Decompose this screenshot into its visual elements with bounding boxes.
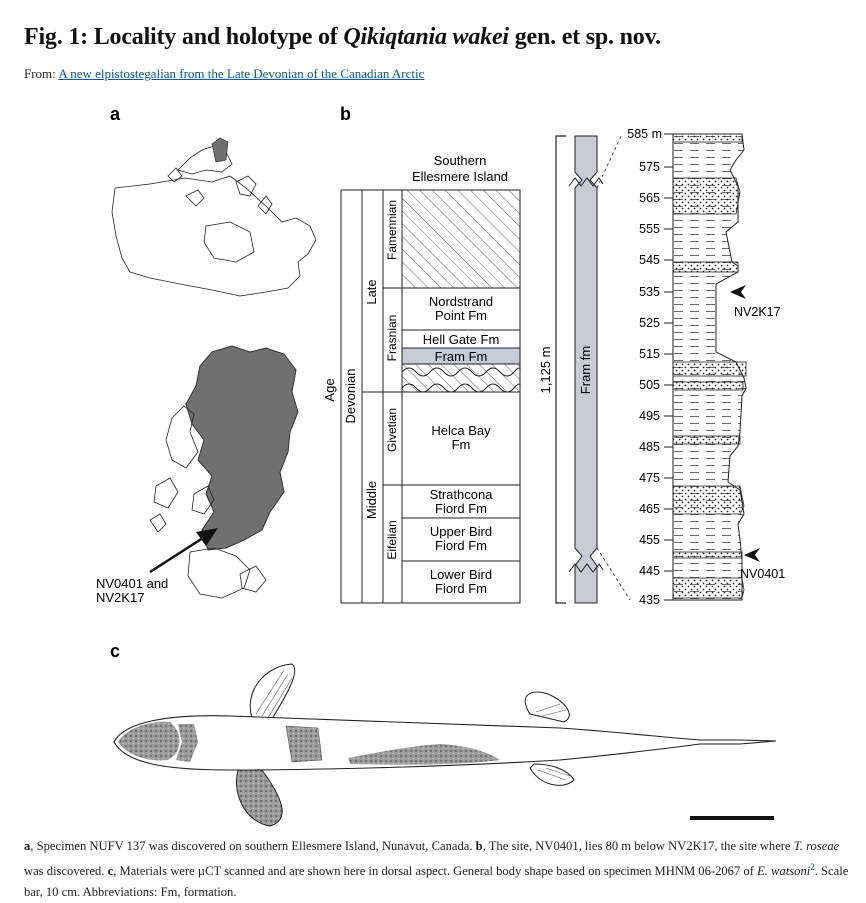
formation-lowerbird-l1: Lower Bird	[430, 567, 492, 582]
site-label-nv2k17: NV2K17	[734, 305, 781, 319]
canada-map	[111, 145, 317, 297]
caption-a-text: , Specimen NUFV 137 was discovered on so…	[30, 839, 476, 853]
ellesmere-highlight	[211, 137, 229, 163]
caption-b-text: , The site, NV0401, lies 80 m below NV2K…	[482, 839, 794, 853]
locality-label-line1: NV0401 and	[96, 576, 168, 591]
caption-c-label: c	[107, 864, 114, 879]
section-ticks	[664, 133, 673, 601]
panel-label-c: c	[110, 641, 120, 661]
figure-image: a b c NV0401 and NV2K17 Southern Ellesme…	[96, 104, 785, 827]
formation-lowerbird-l2: Fiord Fm	[435, 581, 487, 596]
formation-boundaries	[402, 287, 520, 562]
section-tick-565: 565	[639, 191, 660, 205]
formation-fram: Fram Fm	[435, 349, 488, 364]
site-marker-nv2k17	[730, 285, 746, 299]
formation-helca-l2: Fm	[452, 437, 471, 452]
fish-skull-material	[118, 721, 180, 761]
caption-b-species: T. roseae	[793, 839, 840, 853]
from-label: From:	[24, 66, 59, 81]
source-article-link[interactable]: A new elpistostegalian from the Late Dev…	[58, 66, 425, 81]
figure-caption: a, Specimen NUFV 137 was discovered on s…	[24, 836, 854, 903]
erosion-hatch	[402, 364, 520, 392]
fish-flank-block	[285, 725, 323, 763]
site-label-nv0401: NV0401	[740, 567, 785, 581]
title-suffix: gen. et sp. nov.	[508, 24, 661, 50]
section-tick-495: 495	[639, 409, 660, 423]
section-tick-455: 455	[639, 533, 660, 547]
fram-column	[574, 135, 598, 604]
stage-label-frasnian: Frasnian	[385, 315, 399, 362]
title-species: Qikiqtania wakei	[343, 24, 509, 50]
title-prefix: Fig. 1: Locality and holotype of	[24, 24, 344, 50]
panel-label-b: b	[340, 104, 351, 124]
age-label: Age	[322, 378, 337, 401]
section-tick-465: 465	[639, 502, 660, 516]
correlation-line-top	[596, 133, 623, 189]
epoch-label-late: Late	[364, 279, 379, 304]
fish-pelvic-fin-right	[529, 763, 575, 786]
region-title-line1: Southern	[434, 153, 487, 168]
section-tick-555: 555	[639, 222, 660, 236]
section-lithology	[672, 133, 747, 601]
formation-upperbird-l2: Fiord Fm	[435, 538, 487, 553]
scale-bar	[690, 816, 774, 820]
fram-column-label: Fram fm	[578, 346, 593, 394]
locality-arrow-shaft	[149, 534, 207, 574]
formation-strathcona-l1: Strathcona	[430, 487, 494, 502]
unconformity-hatch	[401, 189, 521, 289]
lithology-sandstone-beds	[672, 133, 747, 599]
section-tick-515: 515	[639, 347, 660, 361]
section-tick-575: 575	[639, 160, 660, 174]
region-title-line2: Ellesmere Island	[412, 169, 508, 184]
fish-posterior-material	[348, 744, 500, 765]
caption-reference-link[interactable]: 2	[810, 862, 815, 872]
fish-pelvic-fin-left	[524, 691, 570, 723]
break-zigzag-top	[568, 177, 604, 187]
caption-a-label: a	[24, 839, 31, 853]
formation-nordstrand-l2: Point Fm	[435, 308, 487, 323]
fish-pectoral-fin-left	[249, 663, 296, 723]
fish-shoulder-material	[176, 724, 198, 762]
section-tick-545: 545	[639, 253, 660, 267]
formation-hellgate: Hell Gate Fm	[423, 332, 500, 347]
section-tick-445: 445	[639, 564, 660, 578]
section-tick-475: 475	[639, 471, 660, 485]
formation-helca-l1: Helca Bay	[431, 423, 491, 438]
formation-upperbird-l1: Upper Bird	[430, 524, 492, 539]
stage-label-eifelian: Eifelian	[385, 520, 399, 559]
locality-arrow-head	[196, 528, 218, 546]
stage-label-givetian: Givetian	[385, 408, 399, 452]
section-tick-535: 535	[639, 285, 660, 299]
stage-label-famennian: Famennian	[385, 200, 399, 260]
thickness-bracket	[555, 135, 566, 604]
caption-b-text2: was discovered.	[24, 864, 108, 879]
ellesmere-landmass	[185, 345, 299, 551]
surrounding-islands	[149, 405, 267, 599]
source-line: From: A new elpistostegalian from the La…	[24, 66, 424, 82]
figure-title: Fig. 1: Locality and holotype of Qikiqta…	[24, 24, 854, 51]
correlation-line-bottom	[596, 547, 631, 601]
fish-pectoral-fin-right	[236, 769, 283, 827]
fish-reconstruction	[113, 663, 777, 827]
epoch-label-middle: Middle	[364, 481, 379, 519]
caption-c-text2: . Scale bar, 10 cm. Abbreviations: Fm, f…	[24, 864, 849, 900]
fish-body-outline	[113, 715, 777, 771]
section-tick-525: 525	[639, 316, 660, 330]
caption-c-species: E. watsoni	[757, 864, 811, 879]
caption-b-label: b	[475, 839, 483, 853]
site-marker-nv0401	[744, 548, 760, 562]
formation-nordstrand-l1: Nordstrand	[429, 294, 493, 309]
period-label: Devonian	[343, 369, 358, 424]
section-tick-505: 505	[639, 378, 660, 392]
section-top-label: 585 m	[627, 127, 662, 141]
thickness-label: 1,125 m	[538, 347, 553, 394]
section-tick-435: 435	[639, 593, 660, 607]
break-zigzag-bottom	[568, 563, 604, 573]
caption-c-text: , Materials were µCT scanned and are sho…	[113, 864, 758, 879]
panel-label-a: a	[110, 104, 121, 124]
locality-label-line2: NV2K17	[96, 590, 144, 605]
section-tick-485: 485	[639, 440, 660, 454]
formation-strathcona-l2: Fiord Fm	[435, 501, 487, 516]
strat-columns	[340, 189, 521, 604]
